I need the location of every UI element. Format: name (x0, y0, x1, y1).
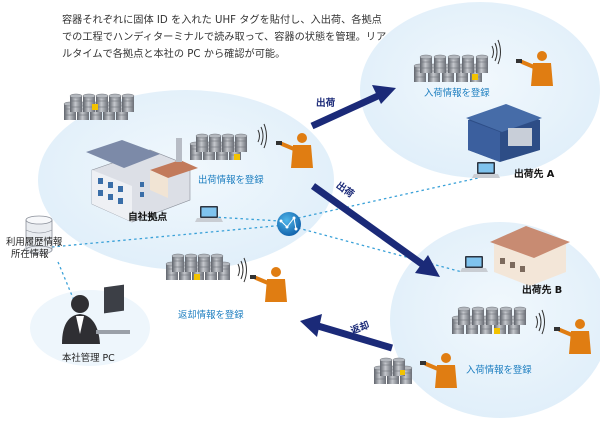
drum-group-icon (165, 253, 231, 281)
database-icon (25, 215, 53, 255)
return-register-label: 返却情報を登録 (178, 310, 244, 321)
drum-group-icon (189, 133, 248, 161)
drum-group-icon (451, 306, 527, 335)
own-base-label: 自社拠点 (128, 212, 168, 223)
receive-register-a-label: 入荷情報を登録 (424, 88, 490, 99)
drum-group-icon (413, 54, 489, 83)
receive-register-b-label: 入荷情報を登録 (466, 365, 532, 376)
return-arrow (300, 314, 393, 352)
network-globe-icon (277, 212, 301, 236)
hq-pc-label: 本社管理 PC (62, 353, 115, 364)
dest-b-label: 出荷先 B (522, 285, 563, 296)
description-text: 容器それぞれに固体 ID を入れた UHF タグを貼付し、入出荷、各拠点での工程… (62, 15, 387, 60)
network-lines (51, 177, 479, 311)
ship-a-arrow-label: 出荷 (316, 98, 336, 109)
factory-building-icon (86, 138, 198, 223)
ship-arrow-a (310, 85, 396, 130)
drum-group-icon (373, 357, 413, 385)
dest-a-label: 出荷先 A (514, 169, 555, 180)
warehouse-building-icon (466, 104, 542, 162)
db-history-label: 利用履歴情報 (6, 237, 63, 248)
office-worker-pc-icon (62, 284, 130, 344)
warehouse-building-icon (490, 226, 570, 286)
worker-icon (248, 265, 289, 304)
ship-arrow-b (310, 183, 440, 277)
db-location-label: 所在情報 (11, 249, 49, 260)
drum-group-icon (63, 93, 135, 121)
ship-out-register-label: 出荷情報を登録 (198, 175, 264, 186)
